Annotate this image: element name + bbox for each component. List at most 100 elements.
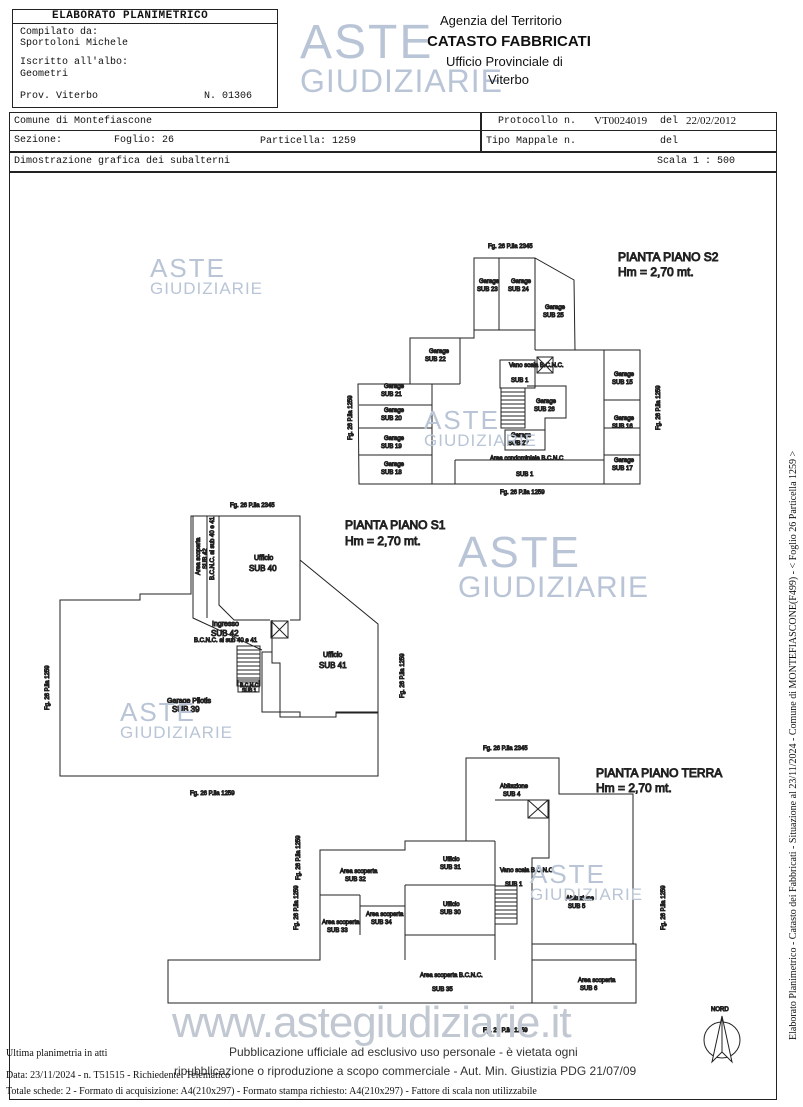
- room-t-6-sub: SUB 33: [327, 928, 348, 934]
- room-s2-7-type: Garage: [536, 399, 557, 405]
- register-label: Iscritto all'albo:: [20, 57, 129, 68]
- schede-line: Totale schede: 2 - Formato di acquisizio…: [6, 1086, 537, 1097]
- plan-s1-ref-left: Fg. 26 P.lla 1259: [45, 665, 51, 710]
- room-s1-4-type: B.C.N.C. ai sub 40 e 41: [194, 638, 258, 644]
- room-s1-3-sub: SUB 42: [211, 629, 239, 638]
- plan-s1-ref-bottom: Fg. 26 P.lla 1259: [190, 791, 235, 797]
- comune-divider: [9, 130, 481, 131]
- room-s2-1-type: Garage: [511, 279, 532, 285]
- plan-s1-height: Hm = 2,70 mt.: [345, 534, 421, 548]
- room-s1-7-type: Garage Pilotis: [167, 698, 211, 705]
- tipo-mappale-del: del: [660, 136, 679, 147]
- room-t-9-sub: SUB 6: [580, 986, 598, 992]
- room-s2-13-sub: SUB 1: [516, 472, 534, 478]
- room-s2-10-type: Garage: [384, 436, 405, 442]
- north-label: NORD: [711, 1007, 729, 1013]
- room-t-5-sub: SUB 30: [440, 910, 461, 916]
- watermark-logo-3: ASTE GIUDIZIARIE: [458, 531, 650, 604]
- room-s2-4-type: Vano scala B.C.N.C.: [509, 363, 564, 369]
- watermark-giudiziarie-text: GIUDIZIARIE: [530, 884, 644, 904]
- plan-s2-height: Hm = 2,70 mt.: [618, 265, 694, 279]
- protocol-value: VT0024019: [594, 115, 648, 127]
- plan-terra-ref-top: Fg. 26 P.lla 2345: [483, 746, 528, 752]
- room-s1-5-type: Ufficio: [323, 652, 342, 659]
- room-t-4-sub: SUB 5: [568, 904, 586, 910]
- watermark-giudiziarie-text: GIUDIZIARIE: [458, 570, 650, 604]
- plan-s2-outline: [357, 257, 605, 485]
- room-s2-5-type: Garage: [614, 372, 635, 378]
- room-s2-7-sub: SUB 26: [534, 407, 555, 413]
- title-row-line: [12, 9, 278, 24]
- room-s2-3-type: Garage: [429, 349, 450, 355]
- room-t-8-type: Area scoperta B.C.N.C.: [420, 973, 483, 979]
- room-s2-8-type: Garage: [384, 408, 405, 414]
- room-s2-1-sub: SUB 24: [508, 287, 529, 293]
- plan-terra-title: PIANTA PIANO TERRA: [596, 766, 722, 780]
- watermark-aste-text: ASTE: [300, 16, 434, 69]
- room-t-4-type: Abitazione: [566, 896, 595, 902]
- sezione-label: Sezione:: [14, 135, 63, 146]
- last-plan-label: Ultima planimetria in atti: [6, 1048, 108, 1059]
- agency-line-2: CATASTO FABBRICATI: [427, 33, 591, 50]
- comune: Comune di Montefiascone: [14, 116, 153, 127]
- plan-s1-ref-right: Fg. 26 P.lla 1259: [400, 653, 406, 698]
- room-s2-3-sub: SUB 22: [425, 357, 446, 363]
- plan-s2-title: PIANTA PIANO S2: [618, 250, 719, 264]
- plan-s1: PIANTA PIANO S1 Hm = 2,70 mt. Fg. 26 P.l…: [45, 503, 447, 798]
- watermark-aste-text: ASTE: [150, 253, 226, 283]
- agency-line-4: Viterbo: [488, 72, 529, 87]
- plan-s1-outline: [59, 515, 379, 777]
- plan-s2: PIANTA PIANO S2 Hm = 2,70 mt. Fg. 26 P.l…: [348, 244, 720, 497]
- watermark-logo-1: ASTE GIUDIZIARIE: [150, 253, 263, 297]
- room-t-3-sub: SUB 1: [505, 882, 523, 888]
- side-vertical-text: Elaborato Planimetrico - Catasto dei Fab…: [788, 450, 799, 1040]
- room-t-3-type: Vano scala B.C.N.C.: [500, 868, 555, 874]
- plan-terra-ref-bottom: Fg. 26 P.lla 1259: [483, 1028, 528, 1034]
- compiled-by: Sportoloni Michele: [20, 38, 129, 49]
- watermark-logo-4: ASTE GIUDIZIARIE: [120, 697, 233, 741]
- watermark-giudiziarie-text: GIUDIZIARIE: [300, 62, 504, 99]
- watermark-aste-text: ASTE: [120, 697, 196, 727]
- room-s2-5-sub: SUB 15: [612, 380, 633, 386]
- room-t-2-sub: SUB 32: [345, 877, 366, 883]
- plan-terra-outline: [167, 757, 637, 1004]
- room-s2-9-type: Garage: [614, 416, 635, 422]
- room-s2-12-type: Garage: [384, 462, 405, 468]
- room-s2-6-sub: SUB 21: [381, 392, 402, 398]
- protocol-date-label: del: [660, 116, 679, 127]
- room-s1-0-sub: SUB 42: [203, 548, 209, 569]
- province: Prov. Viterbo: [20, 91, 99, 102]
- drawing-frame: [9, 172, 777, 1100]
- dimostrazione-box: [9, 152, 777, 172]
- room-s2-0-sub: SUB 23: [477, 287, 498, 293]
- room-t-6-type: Area scoperta: [322, 920, 360, 926]
- plan-terra-ref-left: Fg. 26 P.lla 1259: [294, 885, 300, 930]
- room-s1-5-sub: SUB 41: [319, 661, 347, 670]
- watermark-giudiziarie-text: GIUDIZIARIE: [424, 430, 538, 450]
- room-s1-3-type: Ingresso: [212, 621, 239, 628]
- dimostrazione-label: Dimostrazione grafica dei subalterni: [14, 156, 231, 167]
- compiled-label: Compilato da:: [20, 27, 99, 38]
- protocol-label: Protocollo n.: [498, 116, 577, 127]
- room-t-1-sub: SUB 31: [440, 865, 461, 871]
- room-s1-2-sub: SUB 40: [249, 564, 277, 573]
- room-s2-9-sub: SUB 16: [612, 424, 633, 430]
- compiler-box: [12, 9, 278, 108]
- watermark-aste-text: ASTE: [424, 405, 500, 435]
- room-s2-11-type: Garage: [511, 433, 532, 439]
- plan-terra-ref-left-2: Fg. 26 P.lla 1259: [296, 835, 302, 880]
- foglio: Foglio: 26: [114, 135, 175, 146]
- room-t-0-sub: SUB 4: [503, 792, 521, 798]
- scala: Scala 1 : 500: [657, 156, 736, 167]
- room-s2-0-type: Garage: [479, 279, 500, 285]
- protocol-box: [481, 112, 777, 152]
- room-s2-11-sub: SUB 27: [508, 441, 529, 447]
- agency-line-1: Agenzia del Territorio: [440, 13, 562, 28]
- header-watermark-logo: ASTE GIUDIZIARIE: [300, 16, 504, 99]
- tipo-mappale-label: Tipo Mappale n.: [486, 136, 577, 147]
- room-s2-8-sub: SUB 20: [381, 416, 402, 422]
- agency-line-3: Ufficio Provinciale di: [446, 54, 563, 69]
- room-t-8-sub: SUB 35: [432, 987, 453, 993]
- watermark-website: www.astegiudiziarie.it: [172, 998, 572, 1047]
